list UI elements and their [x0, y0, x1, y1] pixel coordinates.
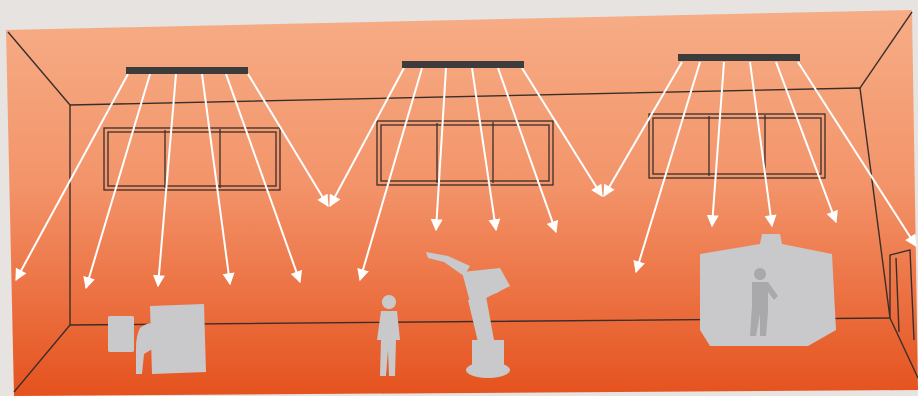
- ceiling-edge-right: [859, 11, 913, 89]
- floor-edge-left: [13, 324, 71, 393]
- ceiling-lamps: [126, 54, 800, 74]
- rays-lamp-center: [329, 67, 603, 282]
- room-background: [6, 10, 918, 396]
- ceiling-edge-left: [7, 31, 71, 106]
- floor-edge-right: [889, 317, 918, 379]
- lamp-center: [402, 61, 524, 68]
- window-center: [376, 120, 554, 186]
- windows: [103, 113, 826, 191]
- window-right: [648, 113, 826, 179]
- machine-operator-silhouette: [750, 268, 778, 336]
- door: [889, 249, 915, 341]
- robot-arm-silhouette: [426, 252, 510, 378]
- rays-lamp-left: [15, 73, 329, 290]
- standing-worker-silhouette: [377, 295, 400, 376]
- workstation-silhouette: [108, 304, 206, 374]
- rays-lamp-right: [603, 61, 917, 274]
- window-left: [103, 127, 281, 191]
- lamp-left: [126, 67, 248, 74]
- light-rays: [15, 61, 917, 290]
- lamp-right: [678, 54, 800, 61]
